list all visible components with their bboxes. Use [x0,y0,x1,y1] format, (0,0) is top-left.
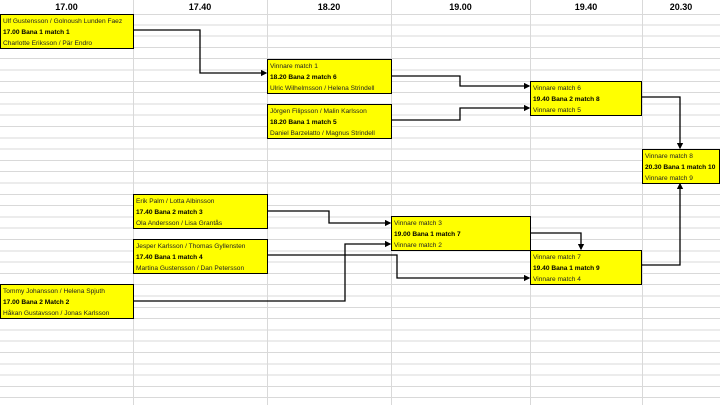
time-header-1940[interactable]: 19.40 [530,0,642,15]
match-box-3[interactable]: Erik Palm / Lotta Albinsson 17.40 Bana 2… [133,194,268,229]
column-divider [642,0,643,405]
match-box-7[interactable]: Vinnare match 3 19.00 Bana 1 match 7 Vin… [391,216,531,251]
column-divider [391,0,392,405]
match-box-5[interactable]: Jörgen Filipsson / Malin Karlsson 18.20 … [267,104,392,139]
connector-m4-m9 [267,254,531,282]
time-header-1820[interactable]: 18.20 [267,0,391,15]
match-team-top: Tommy Johansson / Helena Spjuth [3,288,105,295]
match-box-10[interactable]: Vinnare match 8 20.30 Bana 1 match 10 Vi… [642,149,720,184]
time-header-2030[interactable]: 20.30 [642,0,720,15]
match-team-bottom: Håkan Gustavsson / Jonas Karlsson [3,310,110,317]
match-title: 20.30 Bana 1 match 10 [645,164,716,171]
match-box-4[interactable]: Jesper Karlsson / Thomas Gyllensten 17.4… [133,239,268,274]
match-team-bottom: Vinnare match 9 [645,175,693,182]
match-team-top: Jörgen Filipsson / Malin Karlsson [270,108,367,115]
match-team-bottom: Vinnare match 5 [533,107,581,114]
connector-m2-m7 [133,240,392,302]
match-title: 19.40 Bana 2 match 8 [533,96,600,103]
match-team-top: Vinnare match 6 [533,85,581,92]
match-title: 18.20 Bana 1 match 5 [270,119,337,126]
match-team-bottom: Vinnare match 4 [533,276,581,283]
match-box-2[interactable]: Tommy Johansson / Helena Spjuth 17.00 Ba… [0,284,134,319]
match-team-bottom: Charlotte Eriksson / Pär Endro [3,40,93,47]
match-team-bottom: Vinnare match 2 [394,242,442,249]
match-team-top: Ulf Gustensson / Golnoush Lunden Faez [3,18,123,25]
match-box-1[interactable]: Ulf Gustensson / Golnoush Lunden Faez 17… [0,14,134,49]
match-team-top: Vinnare match 1 [270,63,318,70]
match-team-top: Vinnare match 3 [394,220,442,227]
match-box-8[interactable]: Vinnare match 6 19.40 Bana 2 match 8 Vin… [530,81,642,116]
match-team-top: Vinnare match 8 [645,153,693,160]
match-team-top: Vinnare match 7 [533,254,581,261]
match-team-bottom: Ulric Wilhelmsson / Helena Strindell [270,85,375,92]
match-title: 17.40 Bana 1 match 4 [136,254,203,261]
connector-m5-m8 [391,104,531,121]
connector-m1-m6 [133,29,268,77]
match-title: 19.00 Bana 1 match 7 [394,231,461,238]
connector-m6-m8 [391,75,531,90]
match-title: 19.40 Bana 1 match 9 [533,265,600,272]
match-team-bottom: Martina Gustensson / Dan Petersson [136,265,245,272]
match-title: 17.40 Bana 2 match 3 [136,209,203,216]
match-team-bottom: Daniel Barzelatto / Magnus Strindell [270,130,375,137]
match-title: 18.20 Bana 2 match 6 [270,74,337,81]
connector-m7-m9 [530,232,585,251]
match-team-top: Erik Palm / Lotta Albinsson [136,198,215,205]
match-team-top: Jesper Karlsson / Thomas Gyllensten [136,243,246,250]
column-divider [530,0,531,405]
match-title: 17.00 Bana 2 Match 2 [3,299,70,306]
match-box-6[interactable]: Vinnare match 1 18.20 Bana 2 match 6 Ulr… [267,59,392,94]
time-header-1900[interactable]: 19.00 [391,0,530,15]
connector-m3-m7 [267,210,392,227]
connector-m9-m10 [642,182,684,266]
time-header-1740[interactable]: 17.40 [133,0,267,15]
connector-m8-m10 [642,96,684,150]
match-title: 17.00 Bana 1 match 1 [3,29,70,36]
match-team-bottom: Ola Andersson / Lisa Grantås [136,220,223,227]
match-box-9[interactable]: Vinnare match 7 19.40 Bana 1 match 9 Vin… [530,250,642,285]
